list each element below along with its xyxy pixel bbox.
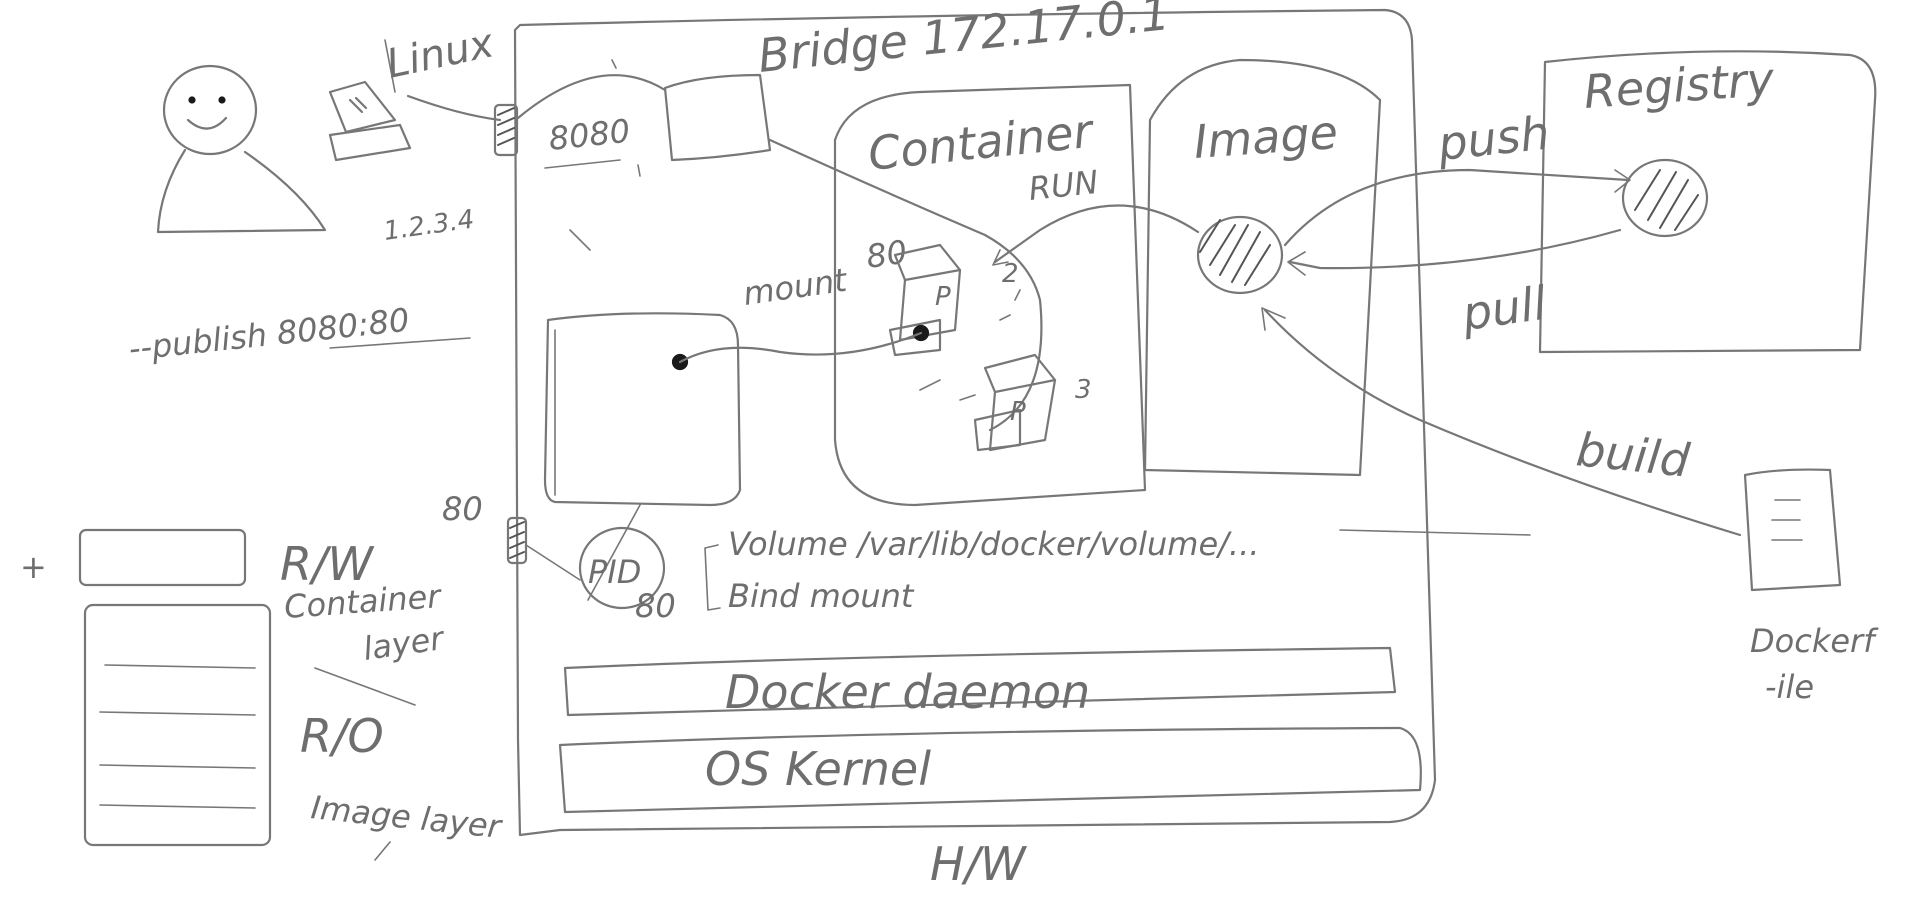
host-port-8080-label: 8080	[547, 112, 632, 158]
host-box	[513, 8, 1437, 837]
image-label: Image	[1192, 105, 1339, 169]
docker-daemon-label: Docker daemon	[725, 665, 1090, 719]
volume-box	[543, 312, 742, 507]
ro-layer-box	[83, 603, 272, 847]
dockerfile-icon	[1743, 468, 1842, 592]
bridge-label: Bridge 172.17.0.1	[756, 0, 1173, 83]
publish-underline	[329, 337, 471, 349]
linux-underline	[384, 39, 396, 93]
process-number-3: 3	[1075, 375, 1092, 405]
volume-bracket	[704, 544, 721, 611]
container-port-80	[506, 516, 528, 565]
dockerfile-label-1: Dockerf	[1750, 622, 1879, 660]
image-to-container-arrow	[993, 204, 1200, 264]
bridge-to-container-line	[768, 138, 1043, 432]
run-label: RUN	[1027, 163, 1100, 208]
bridge-to-port-line	[516, 74, 667, 120]
pid-port-80-label: 80	[635, 587, 676, 625]
port-to-pid-line	[525, 544, 581, 581]
dockerfile-label-2: -ile	[1765, 668, 1814, 706]
docker-daemon-bar	[563, 646, 1397, 717]
pull-arrow	[1288, 228, 1622, 270]
container-layer-label-2: layer	[361, 619, 448, 668]
left-port-80-label: 80	[442, 490, 483, 528]
pull-label: pull	[1458, 276, 1550, 341]
host-ip-label: 1.2.3.4	[382, 205, 476, 247]
process-block-1-label: P	[935, 282, 951, 312]
laptop-icon	[328, 80, 412, 162]
pid-circle: PID	[578, 504, 666, 610]
hardware-label: H/W	[930, 837, 1027, 891]
registry-label: Registry	[1582, 52, 1776, 119]
os-kernel-bar	[558, 726, 1422, 814]
os-kernel-label: OS Kernel	[705, 742, 931, 796]
ro-label: R/O	[300, 709, 384, 763]
process-block-2-label: P	[1010, 397, 1026, 427]
bridge-box	[663, 73, 772, 162]
local-image-disk	[1196, 215, 1284, 295]
build-label: build	[1574, 422, 1693, 488]
rw-label: R/W	[280, 537, 374, 591]
process-number-2: 2	[1002, 259, 1019, 289]
process-block-2: P	[973, 353, 1057, 452]
pid-label: PID	[588, 553, 641, 591]
host-port-8080	[493, 103, 519, 157]
laptop-port-connector	[406, 94, 502, 122]
publish-command-label: --publish 8080:80	[127, 301, 411, 368]
linux-label: Linux	[383, 20, 498, 87]
bind-mount-label: Bind mount	[728, 577, 915, 615]
rw-layer-box	[78, 528, 247, 587]
registry-image-disk	[1621, 158, 1709, 238]
mount-connector	[678, 331, 923, 364]
registry-box	[1538, 50, 1877, 354]
user-figure	[156, 64, 327, 234]
build-arrow	[1263, 308, 1742, 537]
container-area	[833, 83, 1147, 507]
plus-sign: +	[20, 548, 47, 586]
volume-label: Volume /var/lib/docker/volume/...	[728, 525, 1259, 563]
image-area	[1143, 58, 1382, 477]
image-layer-label: Image layer	[309, 788, 504, 846]
push-label: push	[1435, 106, 1553, 171]
push-arrow	[1283, 168, 1630, 247]
